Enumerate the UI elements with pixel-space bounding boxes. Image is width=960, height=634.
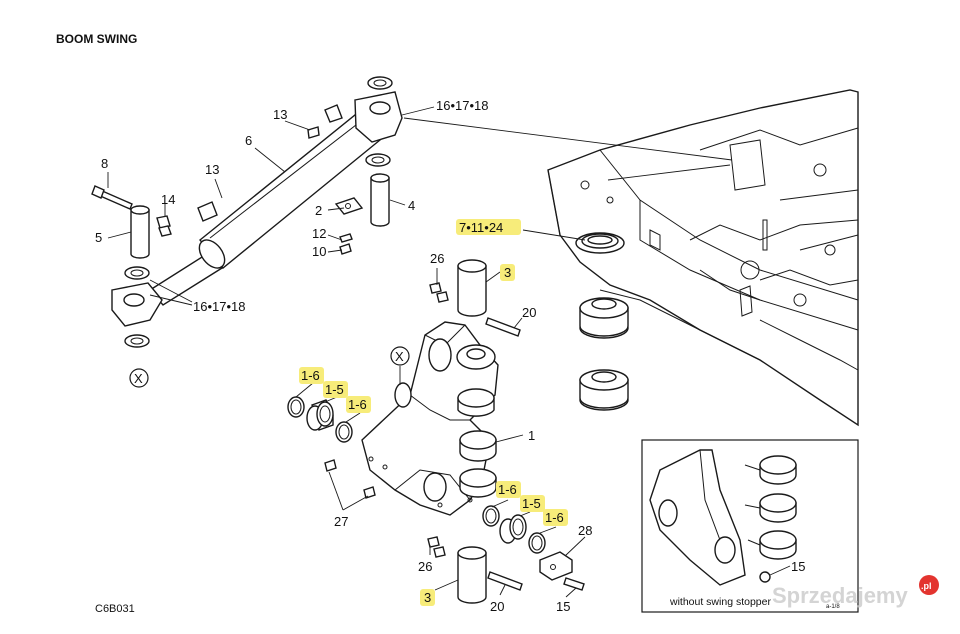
drawing-code: C6B031: [95, 603, 135, 615]
bushing-seals-left: [287, 396, 353, 443]
callout-1-6-left-b: 1-6: [348, 397, 367, 412]
bushing-seals-right: [482, 505, 546, 554]
callout-3-upper: 3: [504, 265, 511, 280]
callout-10: 10: [312, 244, 326, 259]
stopper-block-28: [539, 551, 585, 591]
callout-1-6-right-a: 1-6: [498, 482, 517, 497]
callout-7-11-24-highlight: [456, 219, 521, 235]
pin-3-lower: [427, 536, 523, 604]
callout-3-lower: 3: [424, 590, 431, 605]
callout-3-upper-highlight: [500, 264, 515, 281]
callout-7-11-24: 7•11•24: [459, 220, 503, 235]
callout-1-5-right: 1-5: [522, 496, 541, 511]
callout-1-5-left: 1-5: [325, 382, 344, 397]
watermark-badge: [919, 575, 939, 595]
inset-without-swing-stopper: without swing stopper a-1/8: [641, 439, 859, 613]
callout-12: 12: [312, 226, 326, 241]
callout-5: 5: [95, 230, 102, 245]
callout-13b: 13: [205, 162, 219, 177]
upper-frame: [547, 89, 859, 427]
callout-20-lower: 20: [490, 599, 504, 614]
callout-1-6-left-b-highlight: [346, 396, 371, 413]
pin-3-upper: [429, 259, 521, 337]
inset-code: a-1/8: [826, 604, 840, 610]
callout-1-5-right-highlight: [520, 495, 545, 512]
watermark-text: Sprzedajemy: [772, 583, 908, 608]
boom-swing-cylinder: [111, 91, 403, 327]
callout-3-lower-highlight: [420, 589, 435, 606]
callout-8: 8: [101, 156, 108, 171]
callout-26-lower: 26: [418, 559, 432, 574]
pin-4: [334, 173, 390, 255]
callout-1-6-left-a: 1-6: [301, 368, 320, 383]
callout-x-left-ring: [129, 368, 149, 388]
callout-1-6-left-a-highlight: [299, 367, 324, 384]
bushing-7-11-24: [575, 232, 625, 254]
callout-26-upper: 26: [430, 251, 444, 266]
watermark: Sprzedajemy .pl: [772, 575, 939, 608]
pin-5: [91, 185, 172, 259]
callout-27: 27: [334, 514, 348, 529]
callout-1-6-right-b: 1-6: [545, 510, 564, 525]
callout-1: 1: [528, 428, 535, 443]
leader-lines: [107, 106, 791, 598]
swing-bracket: [361, 321, 499, 516]
grease-fittings-27: [324, 459, 376, 499]
page-title: BOOM SWING: [56, 32, 137, 46]
callout-28: 28: [578, 523, 592, 538]
callout-16-17-18-top: 16•17•18: [436, 98, 488, 113]
callout-16-17-18-bottom: 16•17•18: [193, 299, 245, 314]
watermark-tld: .pl: [921, 581, 932, 591]
callout-1-5-left-highlight: [323, 381, 348, 398]
callout-x-right: X: [395, 349, 404, 364]
callout-2: 2: [315, 203, 322, 218]
callout-1-6-right-a-highlight: [496, 481, 521, 498]
shims-16-17-18: [124, 76, 393, 348]
callout-x-right-ring: [390, 346, 410, 366]
callout-15-inset: 15: [791, 559, 805, 574]
frame-swing-bosses: [579, 297, 629, 411]
callout-4: 4: [408, 198, 415, 213]
callout-1-6-right-b-highlight: [543, 509, 568, 526]
callouts: 13 6 16•17•18 8 13 14 5 2 4 12 10 7•11•2…: [95, 98, 805, 614]
callout-15: 15: [556, 599, 570, 614]
callout-20-upper: 20: [522, 305, 536, 320]
callout-13a: 13: [273, 107, 287, 122]
inset-caption: without swing stopper: [669, 596, 771, 608]
callout-6: 6: [245, 133, 252, 148]
callout-x-left: X: [134, 371, 143, 386]
callout-14: 14: [161, 192, 175, 207]
